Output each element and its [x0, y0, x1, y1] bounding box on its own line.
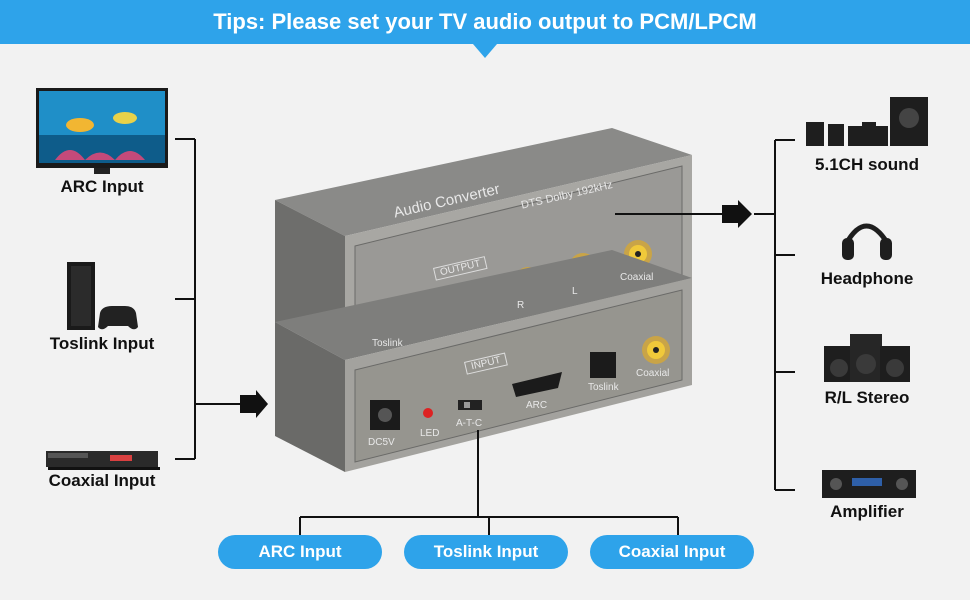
output-arrow-icon — [722, 200, 752, 228]
source-label-toslink: Toslink Input — [49, 334, 155, 353]
output-label-amplifier: Amplifier — [830, 502, 904, 521]
toslink-input-pill: Toslink Input — [404, 535, 568, 569]
output-connector-lines — [615, 139, 795, 491]
source-connector-lines — [175, 138, 240, 460]
output-label-headphone: Headphone — [820, 269, 914, 288]
tips-text: Tips: Please set your TV audio output to… — [213, 9, 757, 34]
source-label-coaxial: Coaxial Input — [48, 471, 156, 490]
surround-speakers-icon — [806, 97, 928, 146]
output-label-51ch: 5.1CH sound — [815, 155, 919, 174]
input-led-label: LED — [420, 428, 440, 439]
input-dc-label: DC5V — [368, 437, 395, 448]
input-arrow-icon — [240, 390, 268, 418]
tips-banner: Tips: Please set your TV audio output to… — [0, 0, 970, 44]
converter-input-unit — [275, 250, 692, 472]
input-toslink-label: Toslink — [588, 382, 619, 393]
arc-input-pill: ARC Input — [218, 535, 382, 569]
output-right-label: R — [517, 300, 525, 311]
coaxial-input-pill: Coaxial Input — [590, 535, 754, 569]
game-console-icon — [67, 262, 138, 330]
source-label-arc: ARC Input — [60, 177, 144, 196]
amplifier-icon — [822, 470, 916, 498]
switch-mode-lines — [299, 430, 679, 536]
input-switch-label: A-T-C — [456, 418, 483, 429]
headphone-icon — [842, 223, 892, 260]
output-coaxial-label: Coaxial — [620, 272, 654, 283]
stereo-speakers-icon — [824, 334, 910, 382]
output-toslink-label: Toslink — [372, 338, 403, 349]
output-left-label: L — [572, 286, 578, 297]
tv-icon — [36, 88, 168, 174]
dvd-player-icon — [46, 451, 160, 470]
output-label-stereo: R/L Stereo — [824, 388, 910, 407]
input-coaxial-label: Coaxial — [636, 368, 670, 379]
input-arc-label: ARC — [526, 400, 548, 411]
banner-pointer — [473, 44, 497, 58]
